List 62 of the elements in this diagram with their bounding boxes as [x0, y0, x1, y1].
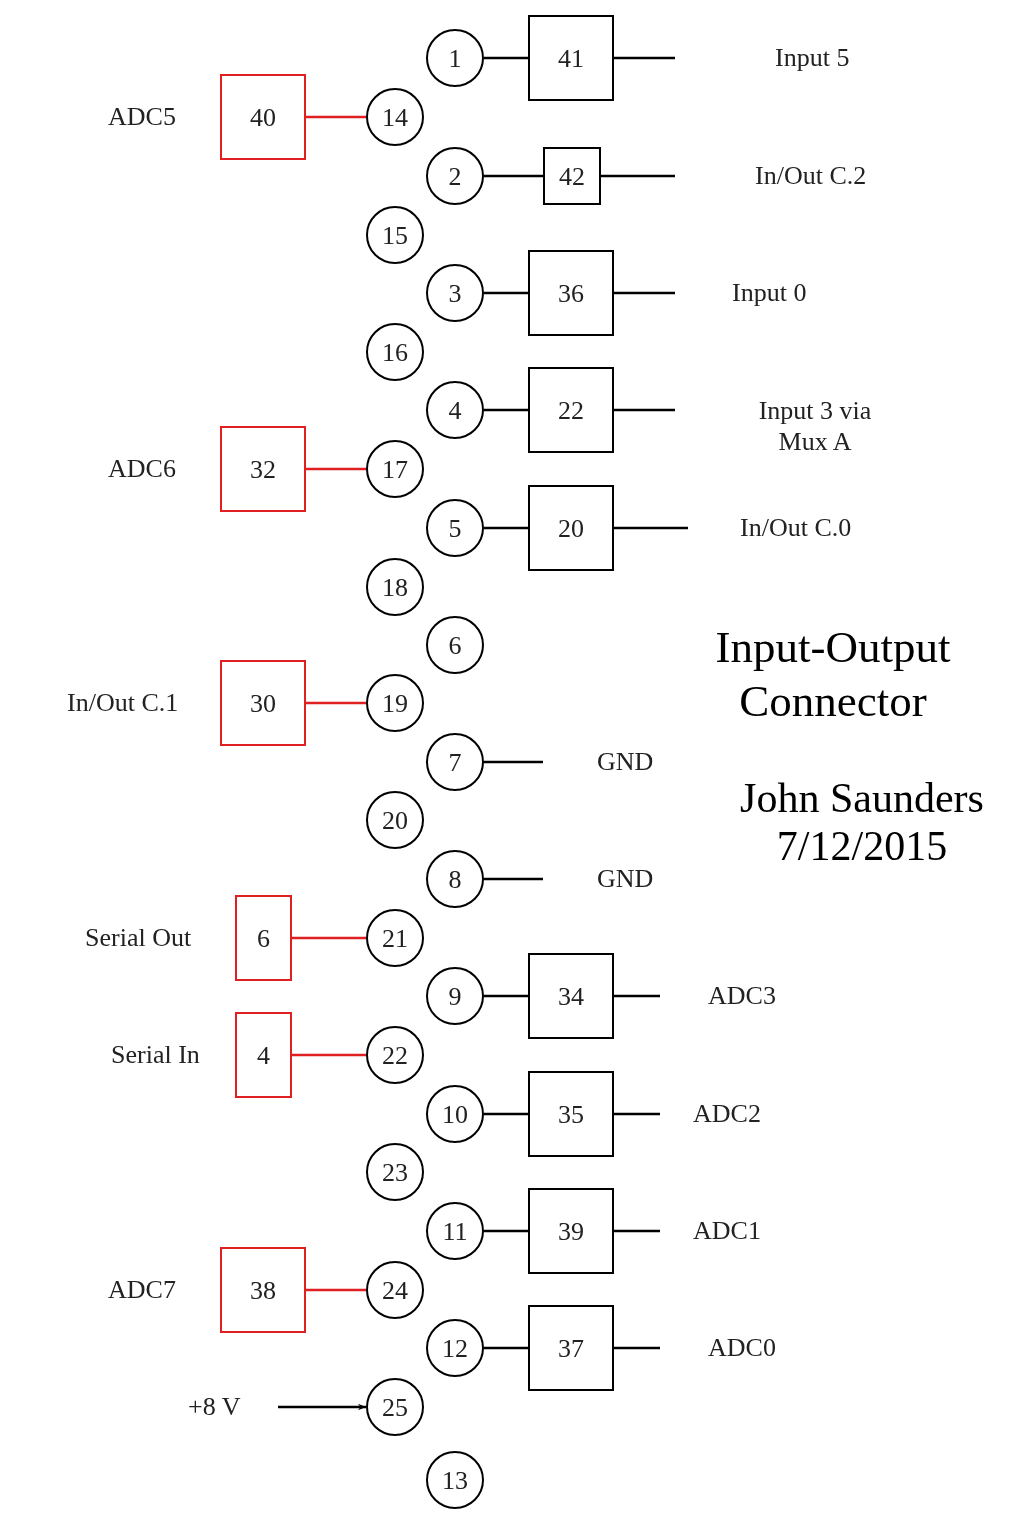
diagram-title: Input-Output Connector	[714, 621, 952, 728]
wire	[484, 877, 543, 881]
signal-label: GND	[597, 746, 654, 778]
wire	[614, 56, 675, 60]
signal-label: +8 V	[188, 1391, 241, 1423]
wire	[484, 408, 528, 412]
signal-label: ADC7	[108, 1274, 176, 1306]
wire	[306, 701, 366, 705]
signal-label: Serial Out	[85, 922, 192, 954]
signal-label: ADC1	[693, 1215, 761, 1247]
component-box: 30	[220, 660, 306, 746]
signal-label: GND	[597, 863, 654, 895]
signal-label: ADC2	[693, 1098, 761, 1130]
component-box: 39	[528, 1188, 614, 1274]
signal-label: ADC5	[108, 101, 176, 133]
signal-label: Input 5	[775, 42, 850, 74]
signal-label: In/Out C.1	[67, 687, 179, 719]
wire	[484, 994, 528, 998]
wire	[614, 291, 675, 295]
signal-label: ADC3	[708, 980, 776, 1012]
wire	[614, 1346, 660, 1350]
wire	[484, 1229, 528, 1233]
wire	[484, 56, 528, 60]
component-box: 36	[528, 250, 614, 336]
arrow	[278, 1403, 366, 1411]
component-box: 42	[543, 147, 601, 205]
component-box: 6	[235, 895, 292, 981]
signal-label: In/Out C.2	[755, 160, 867, 192]
wire	[306, 1288, 366, 1292]
signal-label: Serial In	[111, 1039, 200, 1071]
signal-label: Input 3 via Mux A	[757, 394, 873, 458]
signal-label: ADC6	[108, 453, 176, 485]
component-box: 34	[528, 953, 614, 1039]
component-box: 22	[528, 367, 614, 453]
wire	[484, 526, 528, 530]
signal-label: Input 0	[732, 277, 807, 309]
component-box: 37	[528, 1305, 614, 1391]
wire	[614, 1229, 660, 1233]
wire	[614, 1112, 660, 1116]
wire	[484, 291, 528, 295]
component-box: 40	[220, 74, 306, 160]
wire	[292, 1053, 366, 1057]
wire	[306, 115, 366, 119]
signal-label: In/Out C.0	[740, 512, 852, 544]
wire	[614, 408, 675, 412]
signal-label: ADC0	[708, 1332, 776, 1364]
component-box: 35	[528, 1071, 614, 1157]
wire	[484, 1112, 528, 1116]
component-box: 20	[528, 485, 614, 571]
component-box: 41	[528, 15, 614, 101]
wire	[484, 760, 543, 764]
component-box: 38	[220, 1247, 306, 1333]
component-box: 32	[220, 426, 306, 512]
wire	[484, 1346, 528, 1350]
wire	[614, 526, 688, 530]
wire	[614, 994, 660, 998]
wire	[306, 467, 366, 471]
author-date: John Saunders 7/12/2015	[739, 773, 985, 871]
wire	[292, 936, 366, 940]
wire	[484, 174, 543, 178]
component-box: 4	[235, 1012, 292, 1098]
wire	[601, 174, 675, 178]
